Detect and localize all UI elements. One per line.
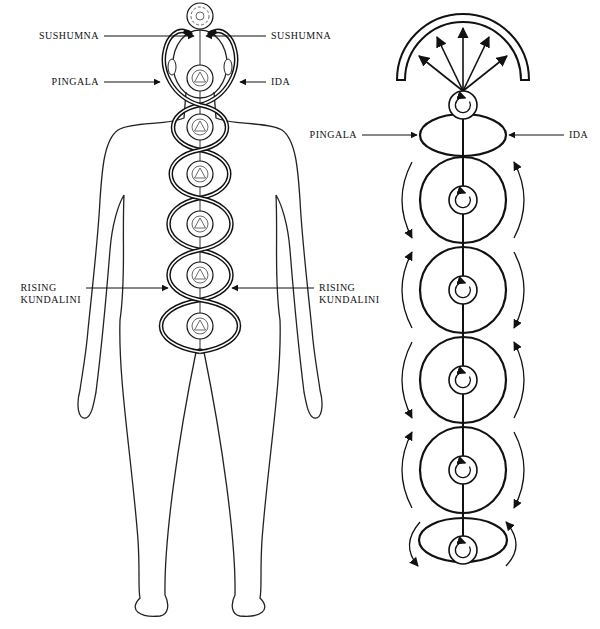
nadi-label: PINGALA — [309, 129, 358, 141]
leader-arrow — [240, 82, 266, 83]
rotation-icon — [449, 366, 477, 394]
heart-chakra — [187, 161, 213, 187]
rotation-icon — [449, 91, 477, 119]
energy-arrow — [419, 56, 463, 91]
energy-arrow — [463, 37, 489, 91]
root-chakra — [187, 313, 213, 339]
flow-arc — [514, 432, 524, 508]
flow-arc — [402, 432, 412, 508]
leader-arrow — [509, 135, 564, 136]
ear — [168, 59, 176, 75]
sacral-chakra — [187, 262, 213, 288]
chakra-ring — [420, 337, 506, 423]
ear — [224, 59, 232, 75]
rotation-icon — [449, 186, 477, 214]
chakra-ring — [420, 157, 506, 243]
ida-strand — [161, 31, 236, 352]
energy-arrow — [462, 28, 464, 91]
leader-arrow — [232, 288, 314, 289]
pingala-strand-inner — [164, 31, 239, 352]
nadi-label: IDA — [270, 76, 291, 88]
throat-chakra — [187, 114, 213, 140]
flow-arc — [514, 252, 524, 328]
chakra-ring — [420, 247, 506, 333]
nadi-label: IDA — [568, 129, 589, 141]
rotation-icon — [449, 456, 477, 484]
flow-arc — [409, 522, 420, 566]
ida-strand-inner — [161, 31, 236, 352]
channel-label: SUSHUMNA — [38, 30, 100, 42]
pingala-strand — [164, 31, 239, 352]
crown-petals — [191, 7, 209, 25]
energy-label: RISING KUNDALINI — [318, 282, 381, 306]
energy-arrow — [437, 37, 463, 91]
brow-chakra — [187, 65, 213, 91]
nadi-ellipse — [420, 114, 506, 156]
energy-arrow — [463, 56, 507, 91]
energy-label: RISING KUNDALINI — [19, 282, 82, 306]
leader-arrow — [362, 135, 417, 136]
chakra-ring — [420, 427, 506, 513]
leader-arrow — [104, 82, 160, 83]
flow-arc — [514, 162, 524, 238]
leader-arrow — [86, 288, 168, 289]
leader-arrow — [206, 36, 266, 37]
crown-chakra — [187, 3, 213, 29]
flow-arc — [402, 252, 412, 328]
rotation-icon — [449, 276, 477, 304]
rotation-icon — [449, 536, 477, 564]
flow-arc — [402, 162, 412, 238]
channel-label: SUSHUMNA — [270, 30, 332, 42]
flow-arc — [402, 342, 412, 418]
leader-arrow — [104, 36, 194, 37]
solar-chakra — [187, 211, 213, 237]
flow-arc — [514, 342, 524, 418]
crown-center — [196, 12, 204, 20]
body-outline — [78, 92, 322, 616]
nadi-label: PINGALA — [51, 76, 100, 88]
flow-arc — [506, 522, 516, 566]
